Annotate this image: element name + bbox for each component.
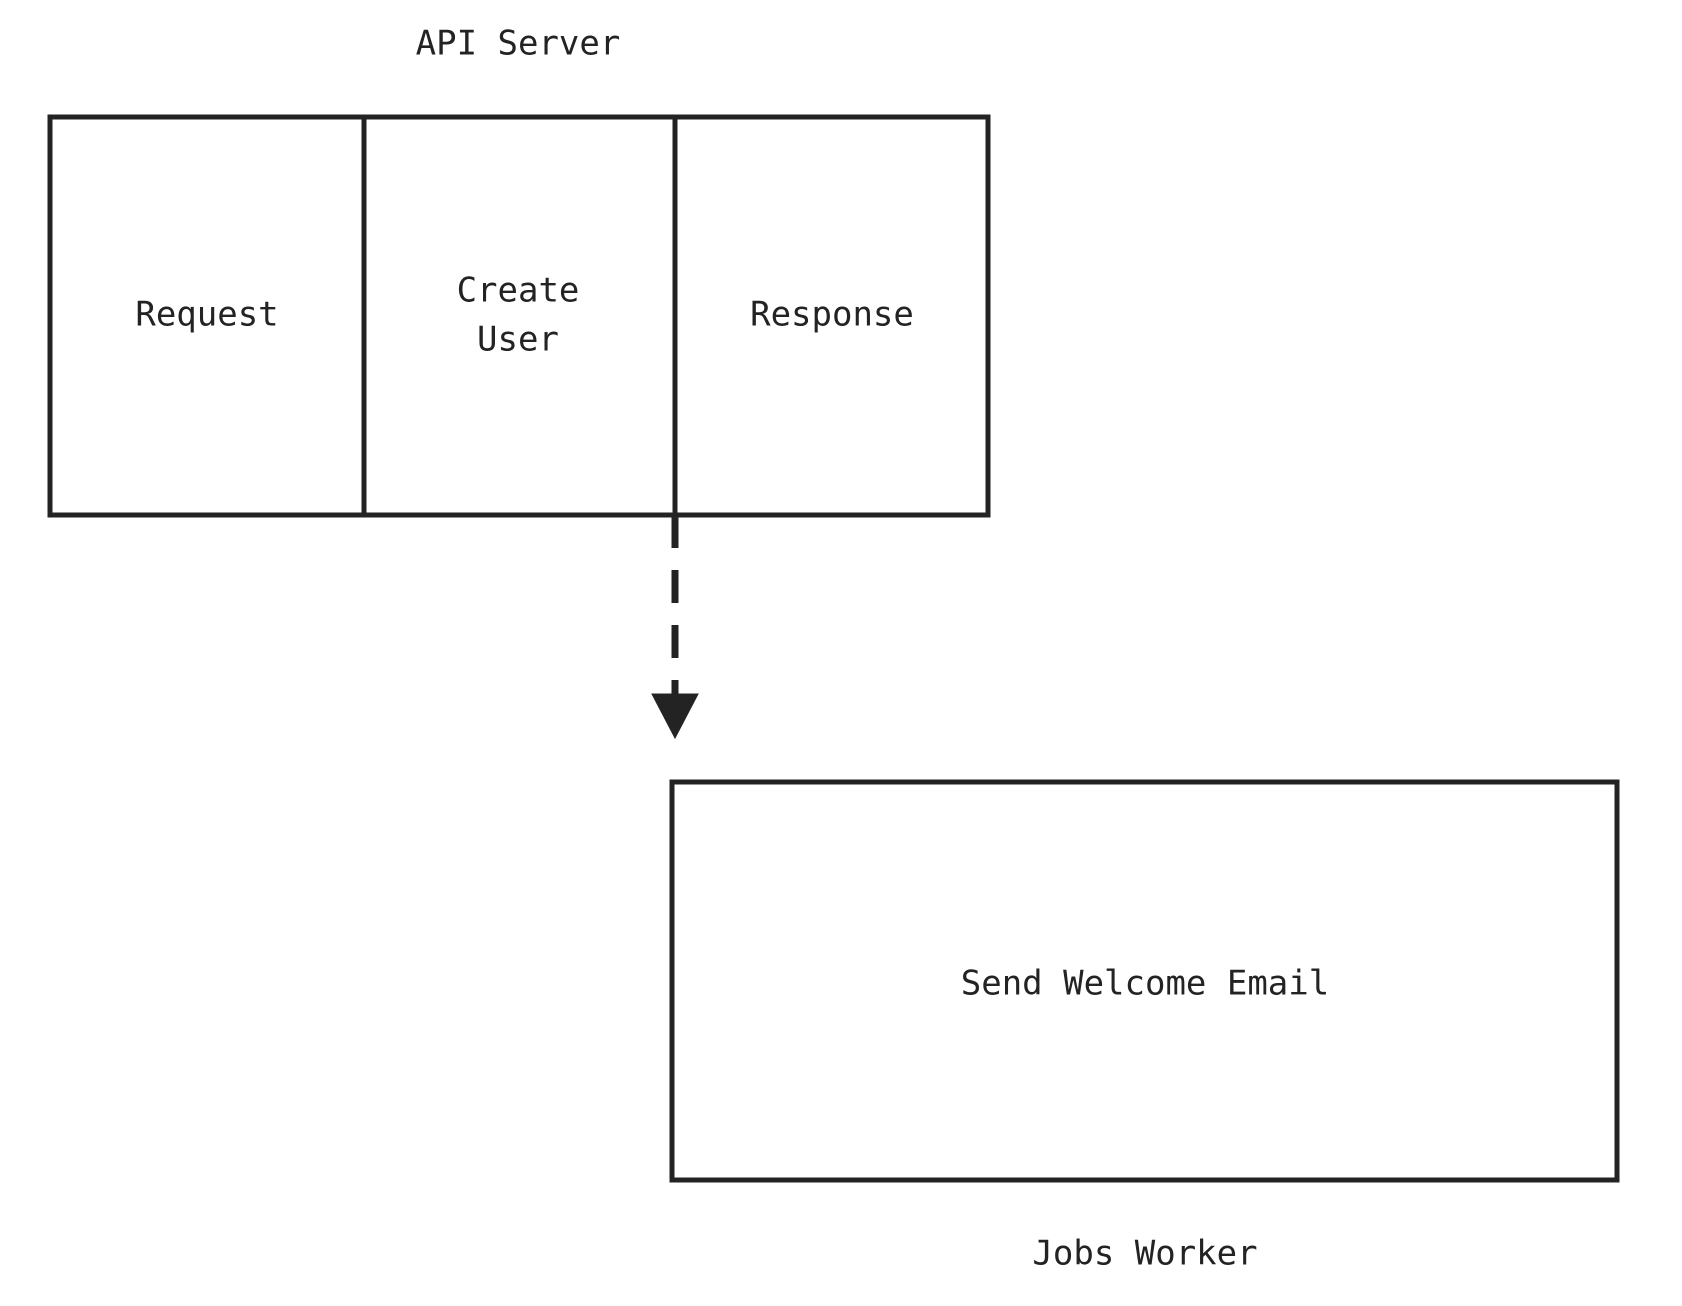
lane-title-api-server: API Server: [416, 24, 621, 64]
lane-box-jobs-worker[interactable]: [669, 779, 1620, 1183]
node-label-request[interactable]: Request: [135, 295, 278, 335]
lane-jobs-worker: Send Welcome Email Jobs Worker: [669, 779, 1620, 1274]
lane-box-api-server[interactable]: [47, 114, 991, 518]
lane-title-jobs-worker: Jobs Worker: [1032, 1234, 1257, 1274]
node-label-create-user-line2[interactable]: User: [477, 320, 559, 360]
lane-api-server: API Server Request Create User Response: [47, 24, 991, 518]
node-label-send-welcome-email[interactable]: Send Welcome Email: [961, 964, 1329, 1004]
connector-arrowhead-icon: [651, 693, 699, 740]
node-label-create-user-line1[interactable]: Create: [457, 271, 580, 311]
node-label-response[interactable]: Response: [750, 295, 914, 335]
connector-async-job-dispatch[interactable]: [651, 515, 699, 740]
